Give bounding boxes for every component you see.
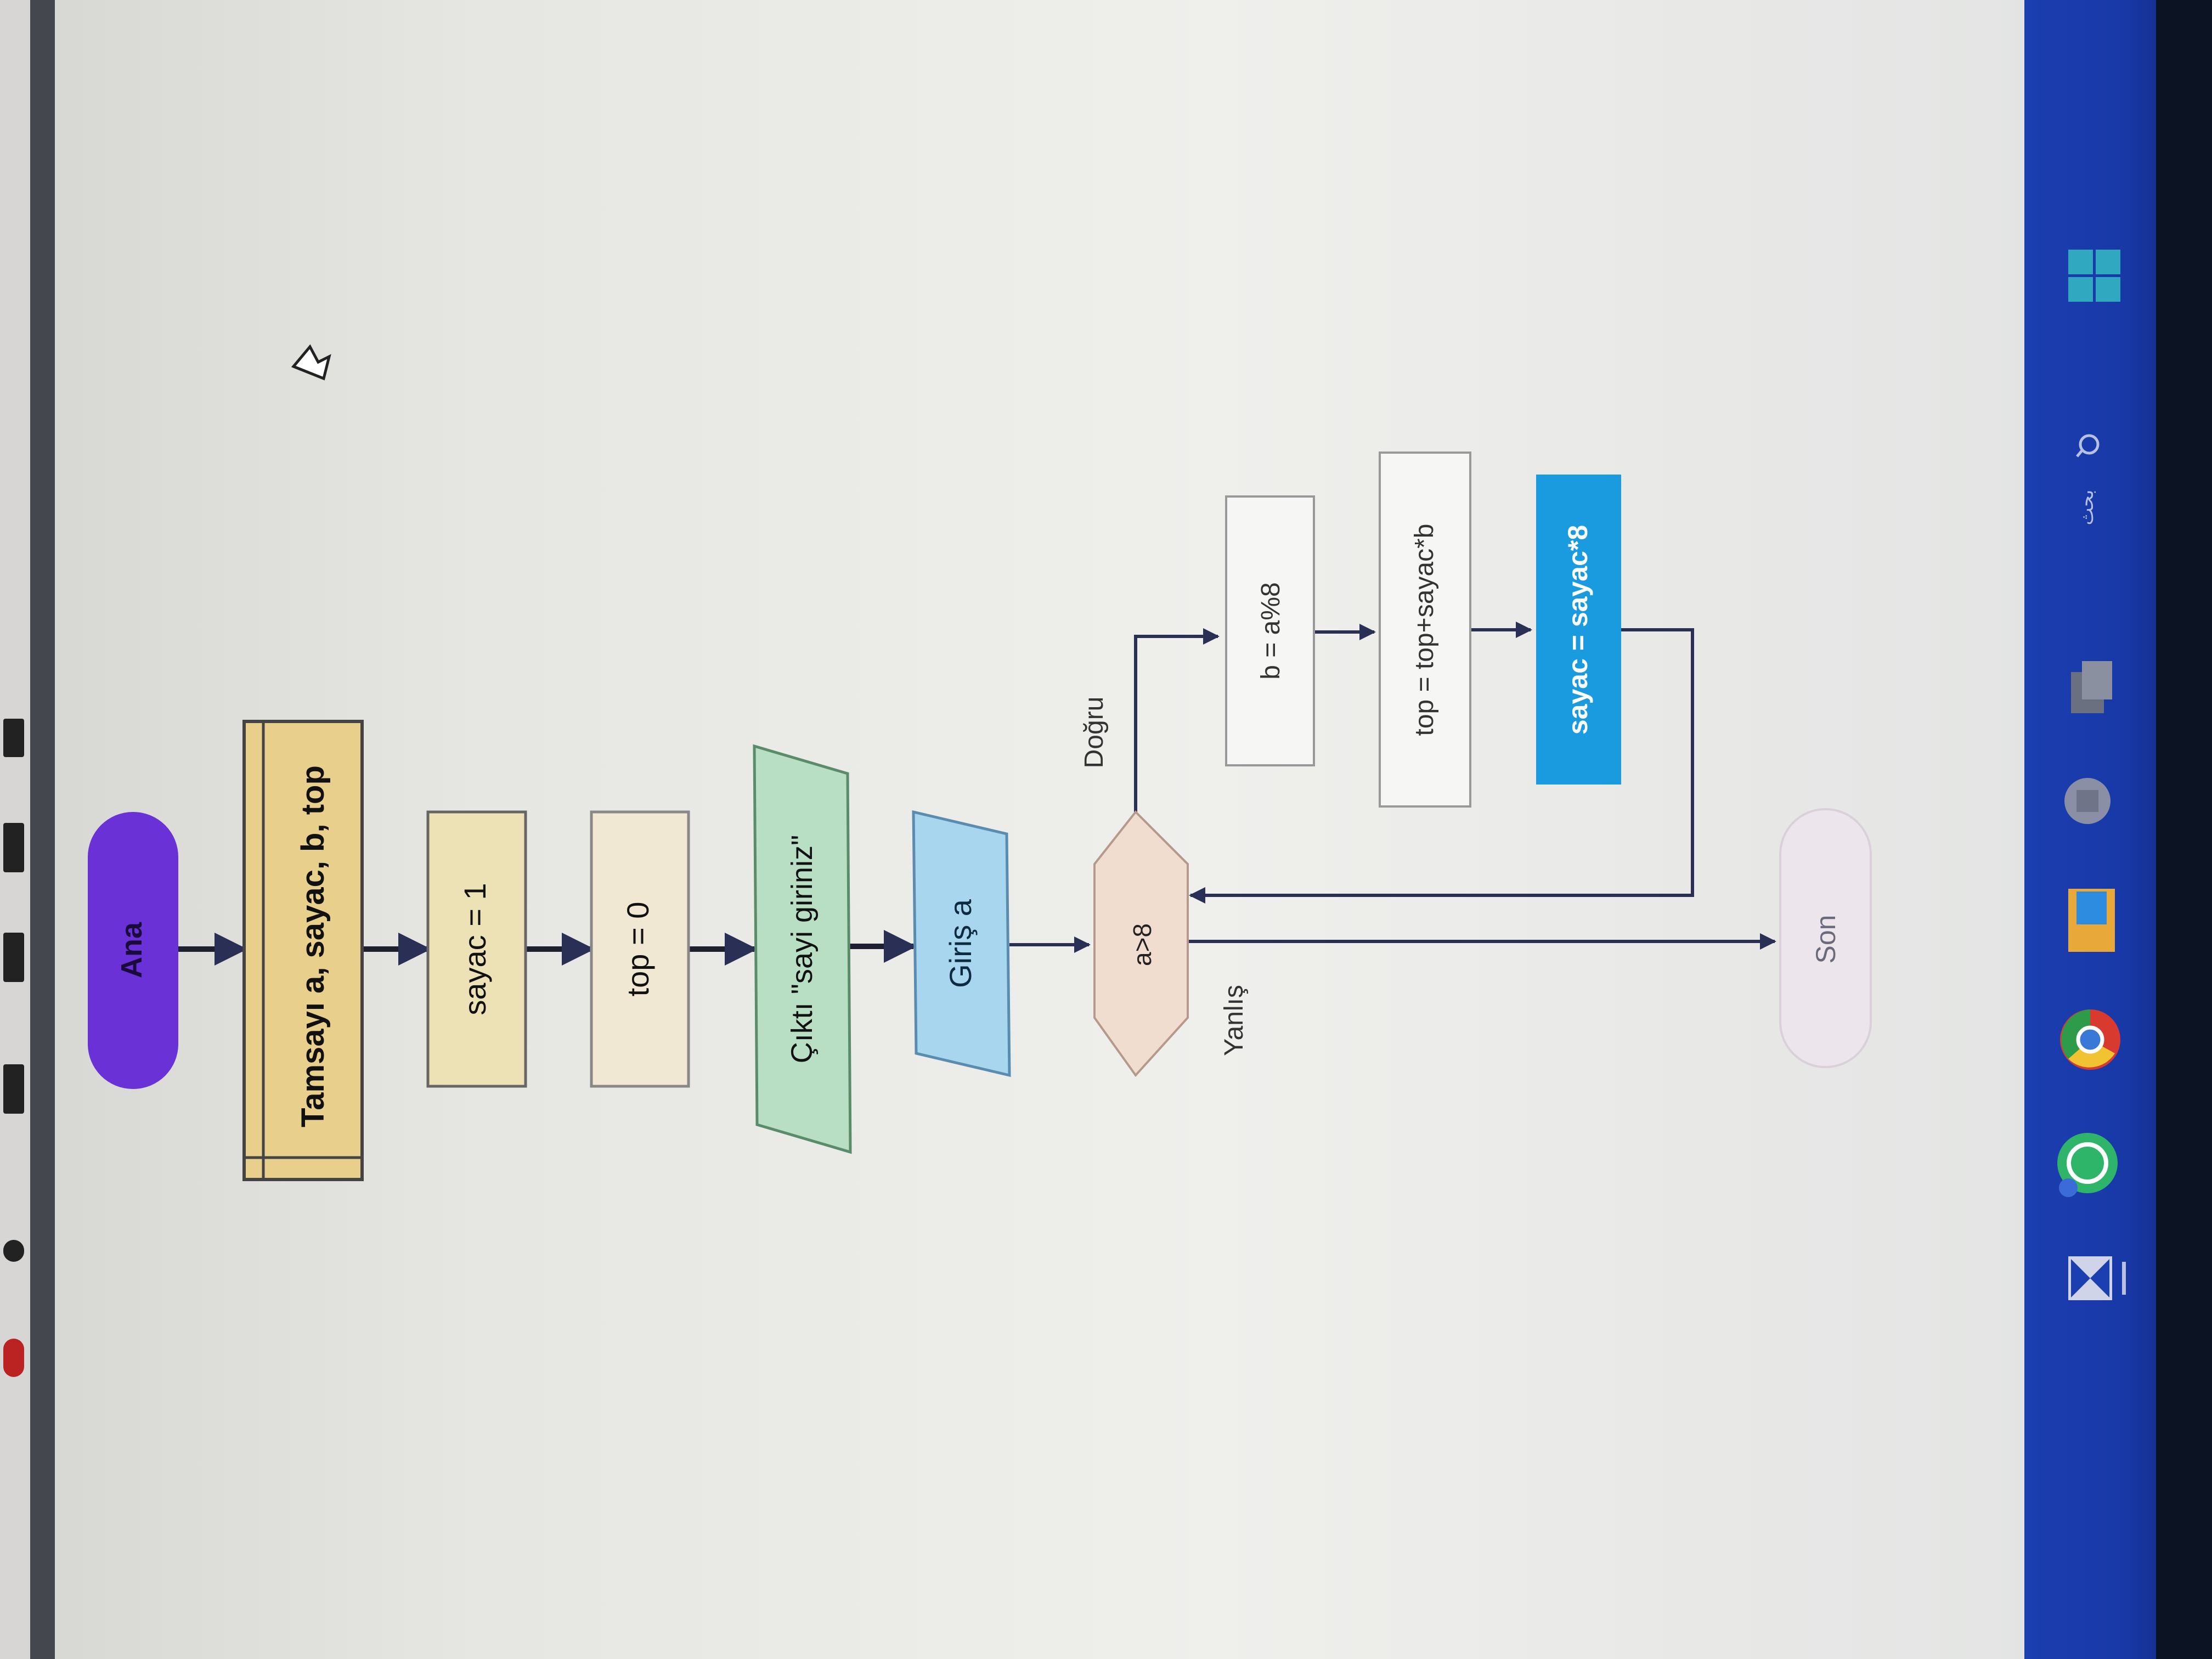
file-explorer-icon[interactable] bbox=[2068, 889, 2115, 952]
true-branch-label: Doğru bbox=[1080, 697, 1109, 769]
input-label: Giriş a bbox=[943, 899, 978, 988]
end-label: Son bbox=[1810, 915, 1841, 964]
start-node[interactable]: Ana bbox=[88, 812, 178, 1089]
mod-label: b = a%8 bbox=[1256, 582, 1285, 679]
task-view-icon[interactable] bbox=[2071, 661, 2112, 713]
false-branch-label: Yanlış bbox=[1220, 985, 1249, 1056]
loop-connectors bbox=[1009, 622, 1776, 953]
decision-label: a>8 bbox=[1128, 923, 1156, 966]
decision-node[interactable]: a>8 bbox=[1093, 810, 1189, 1077]
assign-top-node[interactable]: top = 0 bbox=[590, 810, 690, 1088]
sum-label: top = top+sayac*b bbox=[1410, 524, 1439, 736]
connector-true-branch bbox=[1134, 628, 1220, 812]
widgets-icon[interactable] bbox=[2064, 778, 2111, 824]
declare-label: Tamsayı a, sayac, b, top bbox=[295, 765, 331, 1127]
windows-start-icon[interactable] bbox=[2068, 250, 2120, 302]
toolbar-strip bbox=[0, 0, 30, 1659]
start-label: Ana bbox=[115, 922, 148, 978]
toolbar-button[interactable] bbox=[3, 933, 24, 982]
output-label: Çıktı "sayi giriniz" bbox=[786, 835, 819, 1063]
whatsapp-icon[interactable] bbox=[2057, 1133, 2118, 1197]
declare-node[interactable]: Tamsayı a, sayac, b, top bbox=[242, 720, 364, 1181]
end-node[interactable]: Son bbox=[1779, 808, 1872, 1068]
assign-sayac-node[interactable]: sayac = 1 bbox=[426, 810, 527, 1088]
output-node[interactable]: Çıktı "sayi giriniz" bbox=[753, 744, 852, 1154]
connector-loop-back bbox=[1189, 628, 1694, 904]
mod-node[interactable]: b = a%8 bbox=[1225, 495, 1315, 766]
mult-label: sayac = sayac*8 bbox=[1562, 525, 1593, 735]
toolbar-button[interactable] bbox=[3, 1064, 24, 1114]
input-node[interactable]: Giriş a bbox=[912, 810, 1011, 1077]
assign-top-label: top = 0 bbox=[620, 902, 655, 997]
connectors bbox=[178, 930, 917, 966]
toolbar-button[interactable] bbox=[3, 823, 24, 872]
screen-bezel bbox=[2156, 0, 2212, 1659]
toolbar-button[interactable] bbox=[3, 719, 24, 757]
record-button[interactable] bbox=[3, 1339, 24, 1377]
app-icon[interactable] bbox=[2068, 1256, 2126, 1300]
toolbar-button[interactable] bbox=[3, 1240, 24, 1262]
assign-sayac-label: sayac = 1 bbox=[458, 883, 492, 1015]
search-icon[interactable] bbox=[2076, 434, 2100, 458]
sum-node[interactable]: top = top+sayac*b bbox=[1379, 452, 1471, 808]
mouse-cursor-icon bbox=[291, 344, 331, 381]
mult-node-selected[interactable]: sayac = sayac*8 bbox=[1536, 475, 1621, 785]
chrome-icon[interactable] bbox=[2060, 1009, 2120, 1070]
search-label[interactable]: بحث bbox=[2076, 490, 2097, 526]
